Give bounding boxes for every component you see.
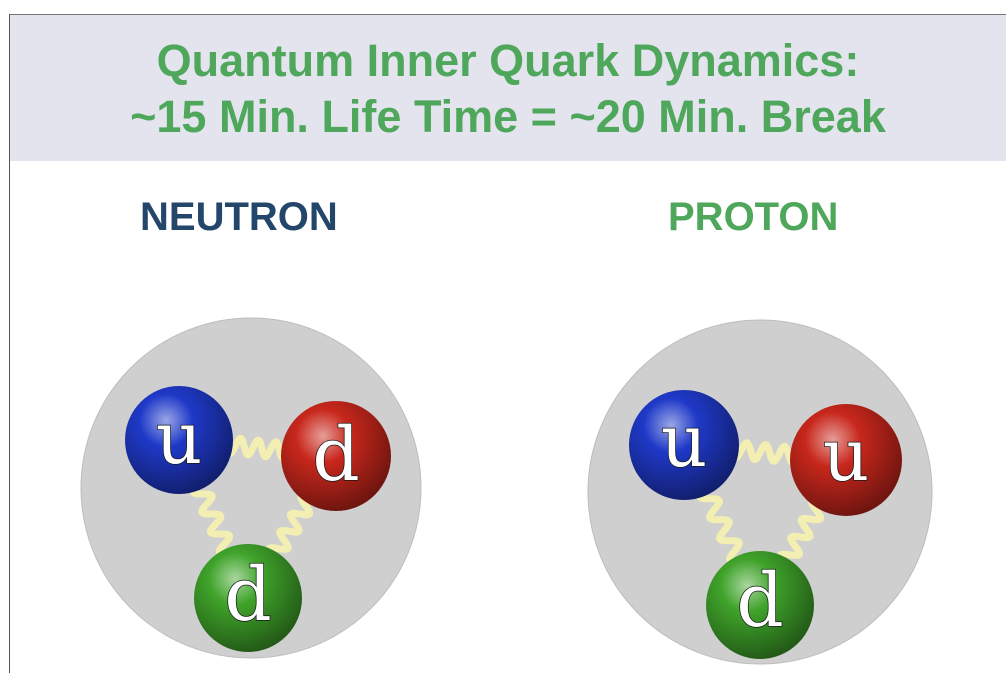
gluon-u-u [728, 439, 802, 467]
quark-down-green: d [706, 551, 814, 659]
quark-flavor-label: d [224, 552, 271, 638]
title-banner: Quantum Inner Quark Dynamics: ~15 Min. L… [10, 15, 1006, 161]
quark-flavor-label: d [736, 558, 783, 644]
quark-flavor-label: d [312, 412, 359, 498]
gluon-u-d-left [696, 484, 743, 566]
proton-diagram: u u d [587, 319, 933, 665]
quark-flavor-label: u [156, 396, 202, 480]
gluon-u-d [223, 434, 292, 463]
quark-down-red: d [281, 401, 391, 511]
quark-flavor-label: u [823, 413, 869, 497]
neutron-diagram: u d d [80, 317, 422, 659]
frame-top-border [9, 14, 1006, 15]
proton-heading: PROTON [668, 195, 839, 239]
quark-flavor-label: u [661, 399, 707, 483]
title-line-2: ~15 Min. Life Time = ~20 Min. Break [130, 91, 886, 142]
neutron-heading: NEUTRON [140, 195, 338, 239]
quark-up-blue: u [125, 386, 233, 494]
title-line-1: Quantum Inner Quark Dynamics: [156, 35, 860, 86]
gluon-d-d [265, 492, 315, 561]
gluon-u-d-bottom [189, 480, 234, 558]
frame-left-border [9, 14, 10, 673]
quark-down-green: d [194, 544, 302, 652]
gluon-u-d-right [776, 497, 825, 568]
quark-up-blue: u [629, 390, 739, 500]
quark-up-red: u [790, 404, 902, 516]
